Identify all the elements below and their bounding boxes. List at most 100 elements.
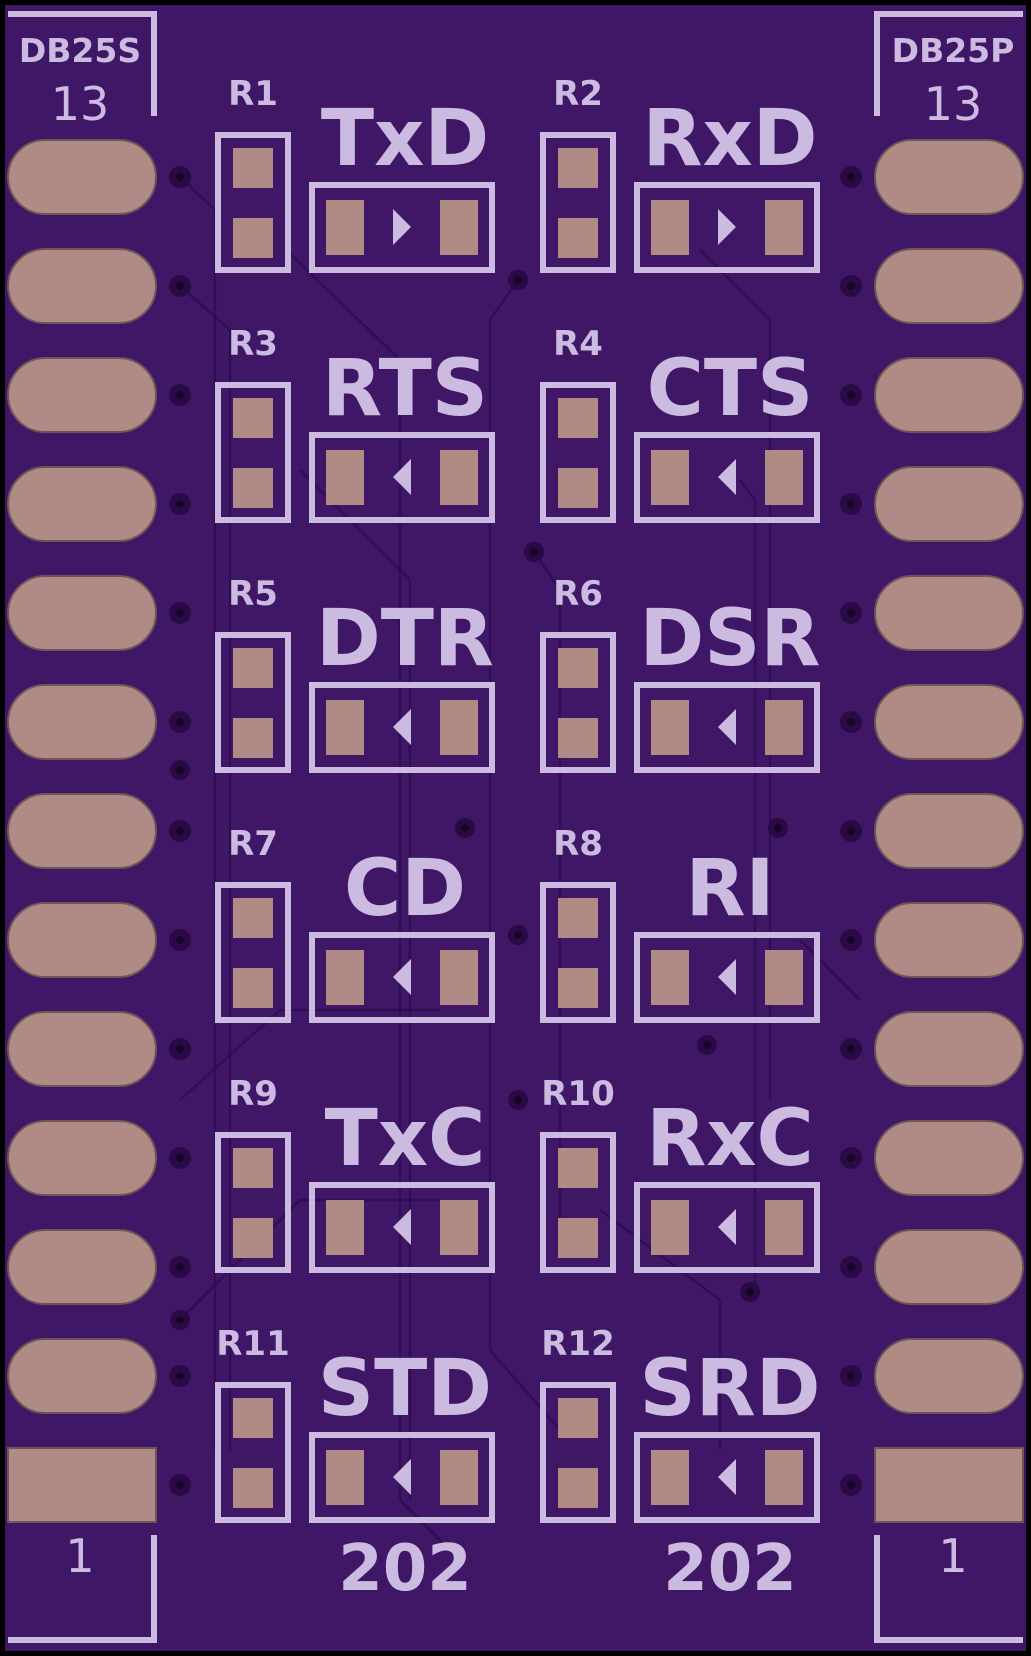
signal-label: SRD (640, 1344, 821, 1434)
resistor-pad (558, 648, 598, 688)
indicator-pad (326, 700, 364, 755)
pad-left (7, 139, 157, 215)
resistor-pad (233, 1468, 273, 1508)
pad-right (874, 793, 1024, 869)
indicator-pad (651, 1450, 689, 1505)
trace (532, 551, 562, 1250)
pad-right (874, 1120, 1024, 1196)
resistor-ref-label: R8 (553, 824, 603, 864)
arrow-left-icon (718, 709, 736, 745)
connector-left-name: DB25S (19, 31, 141, 70)
indicator-outline (634, 932, 820, 1023)
resistor-ref-label: R11 (216, 1324, 290, 1364)
trace (699, 249, 772, 1100)
via-hole (176, 766, 184, 774)
resistor-pad (558, 398, 598, 438)
trace (799, 939, 861, 1001)
resistor-pad (558, 968, 598, 1008)
signal-label: CD (344, 844, 466, 934)
indicator-pad (440, 1450, 478, 1505)
indicator-pad (440, 200, 478, 255)
via-hole (176, 936, 184, 944)
via-hole (176, 1316, 184, 1324)
resistor-pad (558, 718, 598, 758)
indicator-outline (634, 432, 820, 523)
pad-left (7, 357, 157, 433)
connector-right-top-bracket (874, 11, 1023, 116)
pad-right (874, 139, 1024, 215)
via-hole (176, 1154, 184, 1162)
resistor-ref-label: R9 (228, 1074, 278, 1114)
via-hole (847, 609, 855, 617)
via-hole (847, 827, 855, 835)
indicator-pad (440, 700, 478, 755)
resistor-outline (215, 882, 291, 1023)
resistor-pad (558, 898, 598, 938)
arrow-left-icon (393, 459, 411, 495)
resistor-outline (215, 632, 291, 773)
arrow-left-icon (718, 1459, 736, 1495)
pad-left (7, 248, 157, 324)
indicator-outline (309, 1182, 495, 1273)
resistor-pad (233, 398, 273, 438)
pad-right (874, 902, 1024, 978)
pad-right (874, 248, 1024, 324)
resistor-pad (233, 1148, 273, 1188)
connector-left-top-bracket (8, 11, 157, 116)
footer-right-label: 202 (663, 1532, 797, 1606)
resistor-outline (215, 1382, 291, 1523)
via-hole (514, 276, 522, 284)
pad-left (7, 684, 157, 760)
indicator-pad (765, 1200, 803, 1255)
pad-right (874, 1229, 1024, 1305)
resistor-outline (215, 132, 291, 273)
resistor-outline (540, 382, 616, 523)
trace (739, 479, 757, 1300)
indicator-pad (326, 950, 364, 1005)
via-hole (530, 548, 538, 556)
trace (179, 285, 232, 1450)
pad-right-square (874, 1447, 1024, 1523)
via-hole (461, 824, 469, 832)
resistor-pad (558, 148, 598, 188)
arrow-left-icon (393, 1209, 411, 1245)
connector-right-bottom-bracket (874, 1535, 1023, 1643)
via-hole (176, 391, 184, 399)
indicator-outline (309, 182, 495, 273)
via-hole (847, 173, 855, 181)
trace (179, 1198, 440, 1321)
resistor-pad (558, 468, 598, 508)
indicator-outline (309, 932, 495, 1023)
pad-right (874, 1338, 1024, 1414)
connector-pads (7, 139, 1024, 1523)
arrow-left-icon (393, 959, 411, 995)
via-hole (847, 1045, 855, 1053)
resistor-outline (215, 382, 291, 523)
pad-right (874, 575, 1024, 651)
resistor-ref-label: R1 (228, 74, 278, 114)
indicator-pad (651, 200, 689, 255)
via-hole (847, 391, 855, 399)
pad-left (7, 1011, 157, 1087)
resistor-pad (233, 898, 273, 938)
resistor-ref-label: R7 (228, 824, 278, 864)
signal-label: RxC (646, 1094, 814, 1184)
resistor-ref-label: R4 (553, 324, 603, 364)
resistor-pad (233, 718, 273, 758)
indicator-pad (326, 1200, 364, 1255)
resistor-ref-label: R10 (541, 1074, 615, 1114)
indicator-pad (765, 200, 803, 255)
arrow-left-icon (393, 1459, 411, 1495)
pad-right (874, 1011, 1024, 1087)
resistor-outline (540, 132, 616, 273)
resistor-outline (540, 1382, 616, 1523)
resistor-ref-label: R5 (228, 574, 278, 614)
via-hole (847, 1154, 855, 1162)
